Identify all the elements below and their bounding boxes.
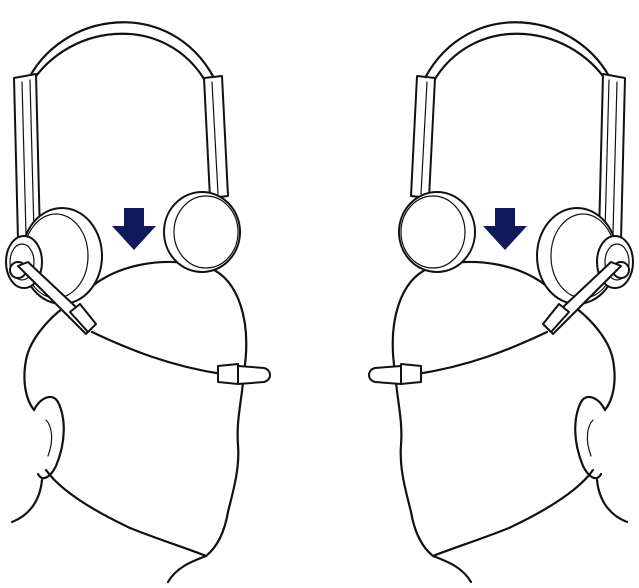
left-head: [24, 262, 246, 582]
left-headband: [26, 22, 214, 84]
right-headband-inner: [432, 34, 613, 92]
left-ear: [34, 397, 64, 478]
right-headband: [425, 22, 613, 84]
right-neck: [597, 480, 627, 522]
right-slider-arm-far: [411, 76, 435, 198]
left-neck: [12, 480, 42, 522]
right-far-ear-cushion: [399, 192, 475, 272]
left-headband-inner: [26, 34, 207, 92]
right-ear-inner: [587, 420, 593, 456]
right-cord-connector: [401, 364, 421, 384]
right-head: [393, 262, 615, 582]
left-cord: [92, 332, 222, 374]
left-jaw: [46, 470, 206, 556]
left-ear-inner: [46, 420, 52, 456]
right-slider-arm-near: [599, 74, 625, 240]
right-cord-plug: [369, 366, 401, 384]
left-cord-plug: [238, 366, 270, 384]
left-cord-connector: [218, 364, 238, 384]
left-slider-arm-near: [14, 74, 40, 240]
left-slider-arm-far: [204, 76, 228, 198]
right-ear: [575, 397, 605, 478]
right-jaw: [433, 470, 593, 556]
right-cord: [417, 332, 547, 374]
left-panel: [6, 22, 270, 582]
right-arrow-down-icon: [483, 208, 527, 250]
left-far-ear-cushion: [164, 192, 240, 272]
right-panel: [369, 22, 633, 582]
left-arrow-down-icon: [112, 208, 156, 250]
